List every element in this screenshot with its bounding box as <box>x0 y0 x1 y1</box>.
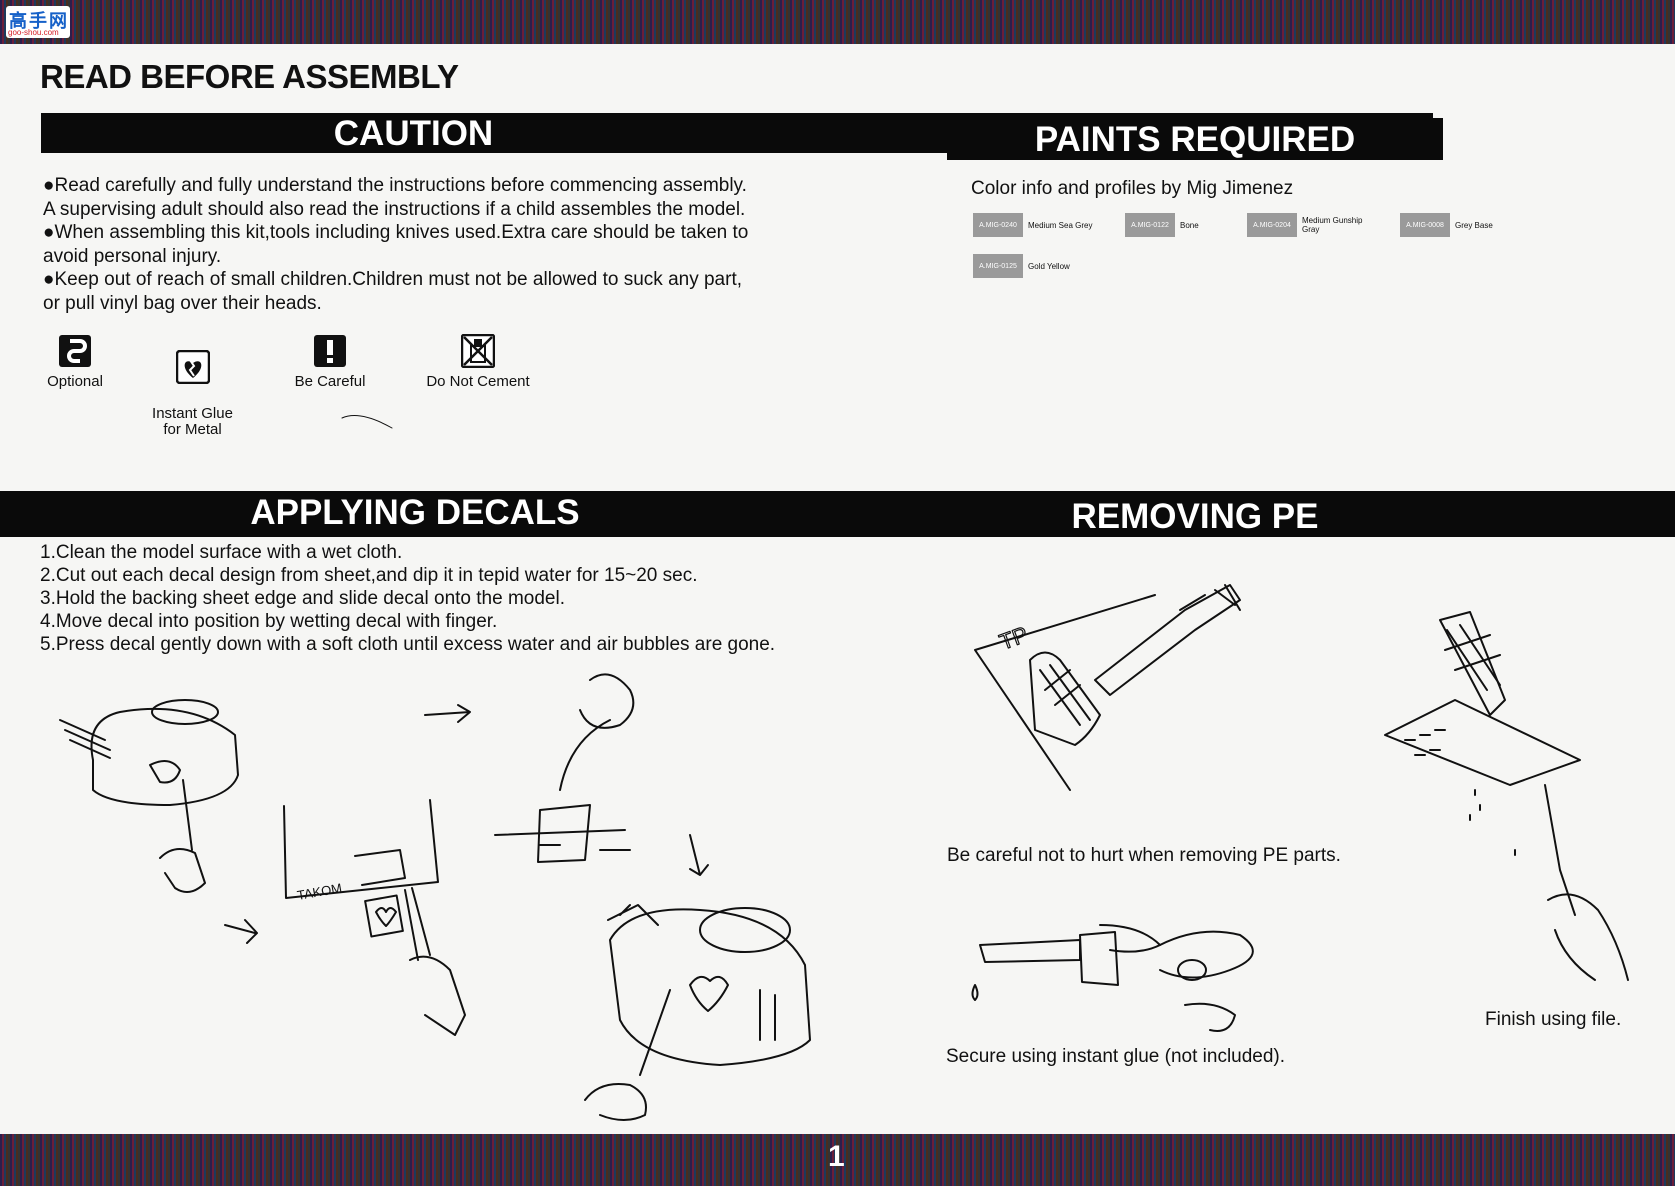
symbol-label: Be Careful <box>294 373 366 390</box>
pe-glue-illustration <box>971 924 1254 1032</box>
paints-heading: PAINTS REQUIRED <box>1034 120 1356 159</box>
do-not-cement-icon <box>461 334 495 368</box>
symbol-instant-glue: Instant Glue for Metal <box>145 334 240 438</box>
turret-wipe-illustration <box>59 699 258 944</box>
paint-name: Bone <box>1180 220 1199 230</box>
paint-swatch: A.MIG-0125 Gold Yellow <box>973 254 1098 278</box>
water-dip-illustration <box>494 673 709 876</box>
instant-glue-icon <box>175 350 210 384</box>
symbol-label: Instant Glue for Metal <box>152 405 233 438</box>
paint-code: A.MIG-0240 <box>973 213 1023 237</box>
pe-caption-careful: Be careful not to hurt when removing PE … <box>947 845 1341 866</box>
page-title: READ BEFORE ASSEMBLY <box>40 58 459 95</box>
bottom-color-stripe <box>0 1134 1675 1186</box>
decals-heading: APPLYING DECALS <box>250 493 580 532</box>
pe-fret-label: TP <box>996 622 1031 655</box>
symbol-label: Do Not Cement <box>426 373 530 390</box>
paint-code: A.MIG-0204 <box>1247 213 1297 237</box>
pe-caption-file: Finish using file. <box>1485 1009 1622 1030</box>
symbol-label: Optional <box>47 373 103 390</box>
be-careful-icon <box>314 335 346 367</box>
decal-sheet-illustration: TAKOM <box>283 704 471 1036</box>
paint-code: A.MIG-0008 <box>1400 213 1450 237</box>
pe-fret-cut-illustration: TP <box>974 584 1241 791</box>
arrow-icon <box>689 834 709 876</box>
caution-line: or pull vinyl bag over their heads. <box>43 292 322 314</box>
decal-step: 2.Cut out each decal design from sheet,a… <box>40 565 698 586</box>
paint-code: A.MIG-0122 <box>1125 213 1175 237</box>
paint-swatch: A.MIG-0122 Bone <box>1125 213 1250 237</box>
decal-step: 3.Hold the backing sheet edge and slide … <box>40 588 565 609</box>
symbol-optional: Optional <box>40 334 110 390</box>
page-number: 1 <box>828 1140 845 1173</box>
top-color-stripe <box>0 0 1675 44</box>
paint-name: Medium Sea Grey <box>1028 220 1093 230</box>
symbol-be-careful: Be Careful <box>290 334 370 390</box>
decal-step: 5.Press decal gently down with a soft cl… <box>40 634 776 655</box>
decal-steps: 1.Clean the model surface with a wet clo… <box>40 541 775 656</box>
arrow-icon <box>424 704 471 723</box>
symbol-do-not-cement: Do Not Cement <box>418 334 538 390</box>
pe-heading: REMOVING PE <box>1071 497 1319 536</box>
arrow-icon <box>224 919 258 944</box>
paint-name: Grey Base <box>1455 220 1493 230</box>
decals-heading-bar: APPLYING DECALS REMOVING PE <box>0 491 1675 537</box>
paint-code: A.MIG-0125 <box>973 254 1023 278</box>
caution-line: A supervising adult should also read the… <box>43 198 746 220</box>
paint-swatch: A.MIG-0204 Medium Gunship Gray <box>1247 213 1372 237</box>
pe-caption-glue: Secure using instant glue (not included)… <box>946 1046 1286 1067</box>
caution-line: ●When assembling this kit,tools includin… <box>43 222 749 243</box>
decal-step: 1.Clean the model surface with a wet clo… <box>40 542 403 563</box>
site-logo[interactable]: 高手网 goo-shou.com <box>6 6 70 38</box>
paints-heading-bar: PAINTS REQUIRED <box>947 118 1443 160</box>
decal-sheet-label: TAKOM <box>296 880 343 903</box>
paint-swatch: A.MIG-0240 Medium Sea Grey <box>973 213 1098 237</box>
site-logo-url: goo-shou.com <box>8 28 59 37</box>
paints-intro: Color info and profiles by Mig Jimenez <box>971 178 1294 199</box>
caution-line: ●Keep out of reach of small children.Chi… <box>43 269 743 290</box>
paint-name: Gold Yellow <box>1028 261 1070 271</box>
caution-heading: CAUTION <box>333 114 494 153</box>
decal-step: 4.Move decal into position by wetting de… <box>40 611 498 632</box>
paint-name: Medium Gunship Gray <box>1302 216 1363 234</box>
paint-swatch: A.MIG-0008 Grey Base <box>1400 213 1525 237</box>
caution-line: avoid personal injury. <box>43 245 222 267</box>
stray-mark <box>341 415 393 429</box>
optional-icon <box>59 335 91 367</box>
site-logo-brand: 高手网 <box>9 11 69 31</box>
caution-line: ●Read carefully and fully understand the… <box>43 175 747 196</box>
caution-text: ●Read carefully and fully understand the… <box>43 174 823 315</box>
pe-file-illustration <box>1384 611 1629 981</box>
decal-apply-illustration <box>584 904 811 1121</box>
